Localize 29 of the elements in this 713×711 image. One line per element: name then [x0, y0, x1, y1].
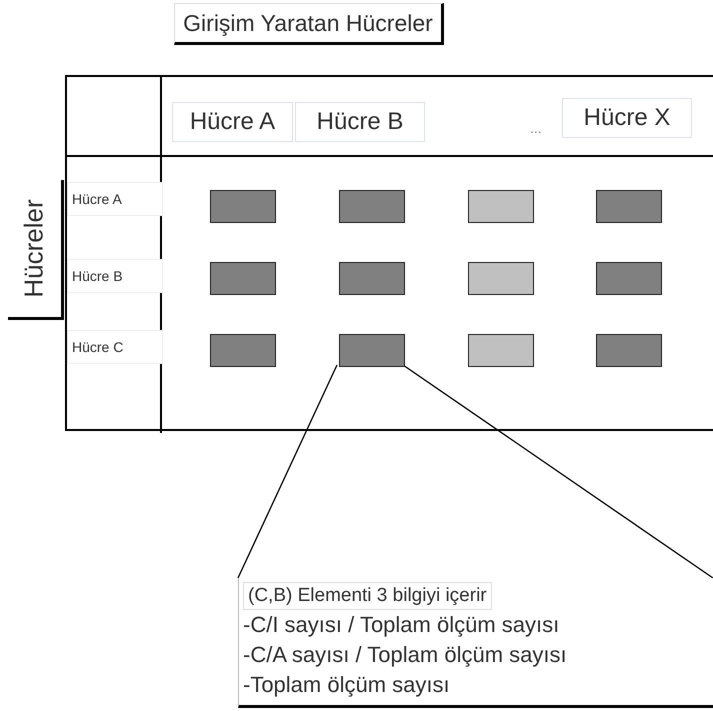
ellipsis-text: ... [530, 119, 542, 138]
matrix-cell [468, 190, 534, 223]
matrix-cell [210, 262, 276, 295]
column-header: Hücre B [295, 102, 425, 142]
row-header: Hücre C [67, 330, 163, 364]
matrix-table [65, 75, 713, 431]
matrix-cell [210, 190, 276, 223]
matrix-cell [339, 190, 405, 223]
matrix-cell [468, 262, 534, 295]
callout-box [238, 578, 713, 708]
matrix-cell [339, 334, 405, 367]
callout-line: -Toplam ölçüm sayısı [243, 671, 450, 699]
zoom-line [402, 364, 713, 579]
matrix-cell [339, 262, 405, 295]
title-box: Girişim Yaratan Hücreler [174, 3, 444, 45]
zoom-line [237, 364, 338, 578]
column-header: Hücre A [172, 102, 293, 142]
matrix-cell [210, 334, 276, 367]
matrix-cell [596, 190, 662, 223]
callout-heading: (C,B) Elementi 3 bilgiyi içerir [243, 582, 492, 610]
row-header: Hücre A [67, 182, 163, 216]
matrix-cell [596, 334, 662, 367]
matrix-cell [468, 334, 534, 367]
row-header: Hücre B [67, 259, 163, 293]
callout-line: -C/A sayısı / Toplam ölçüm sayısı [243, 641, 567, 669]
column-header: Hücre X [562, 98, 692, 138]
callout-line: -C/I sayısı / Toplam ölçüm sayısı [243, 611, 560, 639]
axis-label-text: Hücreler [18, 199, 50, 298]
matrix-cell [596, 262, 662, 295]
